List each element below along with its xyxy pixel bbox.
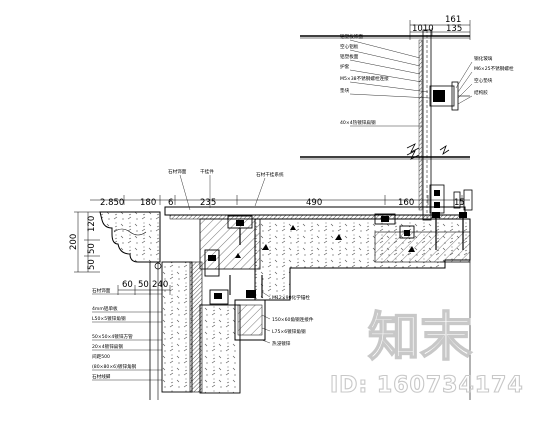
labels-bottom-center: M12×90化学锚栓 150×60角钢连接件 L75×6镀锌角钢 热浸镀锌 [261,291,314,347]
label-mid-top-2: 干挂件 [200,168,214,175]
label-left-bottom-1: (80×80×6)镀锌角钢 [92,363,137,370]
bottom-dimensions: 60 50 240 [117,280,171,295]
left-dimensions: 200 120 50 50 [69,211,100,273]
coping-section [90,195,471,400]
label-upper-left-4: 护套 [340,63,350,70]
label-left-bottom-2: 石材线脚 [92,373,111,380]
dim-15: 15 [454,198,465,208]
watermark-id: ID: 160734174 [330,373,524,398]
dim-200: 200 [69,234,79,250]
dim-120: 120 [87,216,97,232]
dim-180: 180 [140,198,156,208]
label-bottom-center-3: L75×6镀锌角钢 [272,328,306,335]
label-bottom-center-2: 150×60角钢连接件 [272,316,314,323]
dim-overall: 161 [445,15,461,25]
dim-6: 6 [168,198,173,208]
label-left-5: 20×4镀锌扁钢 [92,343,123,350]
dim-sub-b: 135 [446,24,462,34]
label-mid-top-1: 石材饰面 [168,168,187,175]
dim-60: 60 [122,280,133,290]
label-upper-right-2: M6×25不锈钢螺栓 [474,65,514,72]
label-upper-right-4: 结构胶 [474,89,488,96]
label-upper-right-1: 钢化玻璃 [474,55,493,62]
label-bottom-center-4: 热浸镀锌 [272,340,291,347]
label-left-2: 4mm铝单板 [92,305,118,312]
label-left-1: 石材饰面 [92,287,111,294]
labels-mid-top: 石材饰面 干挂件 石材干挂系统 [168,168,284,211]
label-mid-right: 40×4热镀锌扁钢 [340,119,376,126]
dim-sub-a: 1010 [412,24,434,34]
dim-50b: 50 [87,259,97,270]
label-upper-left-2: 空心铝板 [340,43,359,50]
label-upper-left-5: M5×38不锈钢螺栓连接 [340,75,389,82]
label-upper-left-1: 铝塑板饰面 [340,33,363,40]
dim-235: 235 [200,198,216,208]
label-upper-left-6: 垫块 [340,87,350,94]
dim-490: 490 [306,198,322,208]
dim-160: 160 [398,198,414,208]
labels-left: 石材饰面 4mm铝单板 L50×5镀锌角钢 50×50×4镀锌方管 20×4镀锌… [92,287,162,381]
label-left-6: 间距500 [92,353,110,360]
label-mid-top-3: 石材干挂系统 [256,171,284,178]
mid-dimensions: 2.850 180 6 235 490 160 15 [100,198,465,208]
labels-upper-right: 钢化玻璃 M6×25不锈钢螺栓 空心垫块 结构胶 [474,55,514,96]
top-dimensions: 161 1010 135 [412,15,462,34]
watermark-logo: 知末 [368,308,472,368]
dim-50a: 50 [87,243,97,254]
label-upper-left-3: 铝塑板面 [340,53,359,60]
watermark: 知末 ID: 160734174 [329,307,524,398]
dim-50-bottom: 50 [138,280,149,290]
curtain-wall-upper [300,20,473,221]
dim-2850: 2.850 [100,198,124,208]
label-left-4: 50×50×4镀锌方管 [92,333,133,340]
label-upper-right-3: 空心垫块 [474,77,493,84]
dim-240: 240 [152,280,168,290]
label-left-3: L50×5镀锌角钢 [92,315,126,322]
label-bottom-center-1: M12×90化学锚栓 [272,294,310,301]
labels-upper-left: 铝塑板饰面 空心铝板 铝塑板面 护套 M5×38不锈钢螺栓连接 垫块 40×4热… [340,33,389,126]
